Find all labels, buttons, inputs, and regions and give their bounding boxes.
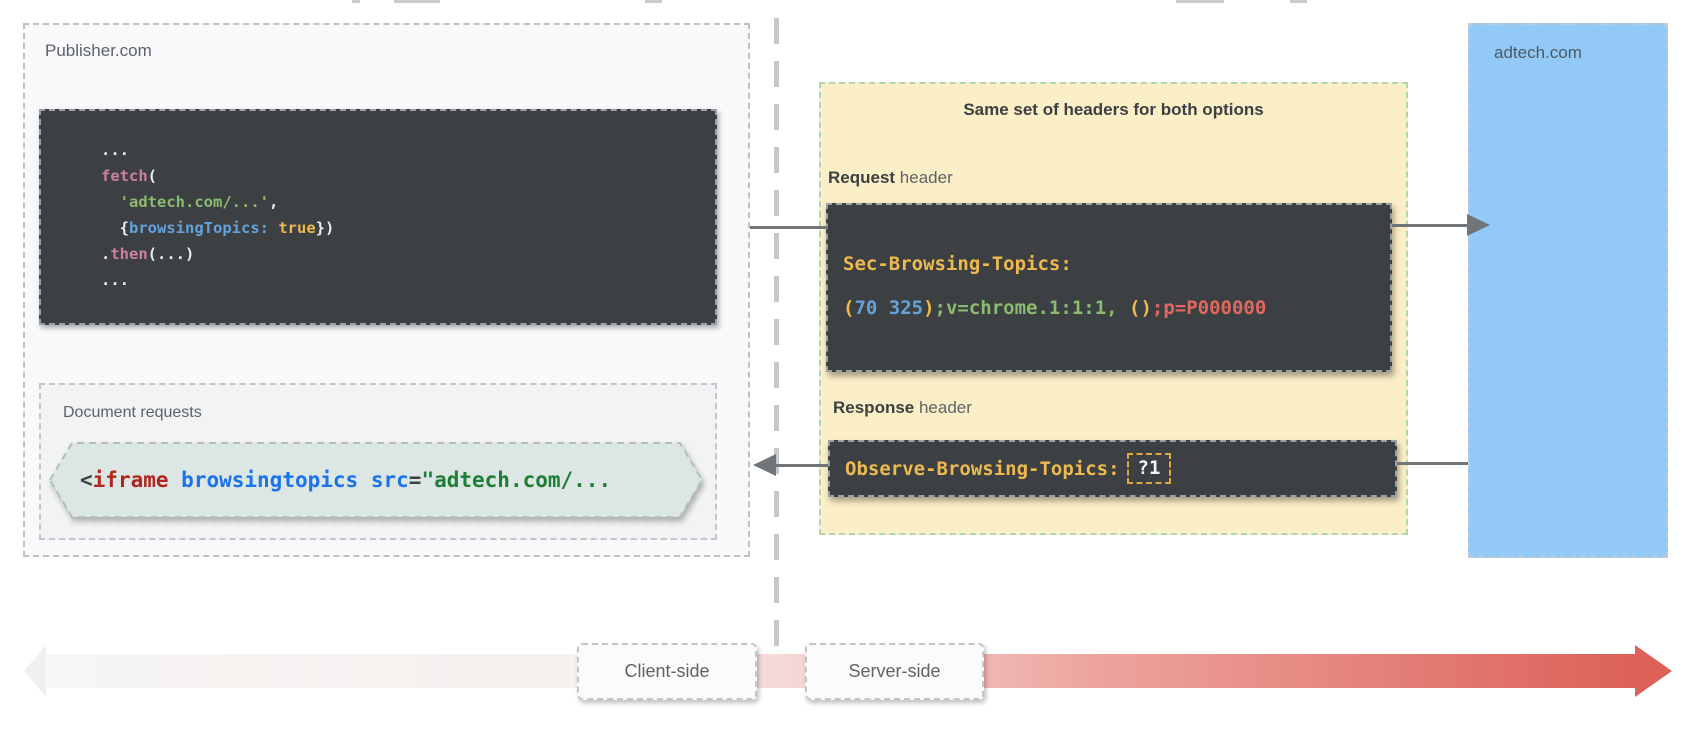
client-side-box: Client-side xyxy=(577,643,757,700)
code-line: {browsingTopics: true}) xyxy=(101,219,335,237)
client-server-separator-line xyxy=(774,18,779,648)
client-side-label: Client-side xyxy=(624,661,710,681)
response-to-publisher-arrowhead xyxy=(753,454,776,476)
code-line: ... xyxy=(101,271,129,289)
response-header-value-badge: ?1 xyxy=(1126,453,1172,484)
cropped-remnant xyxy=(1290,0,1307,3)
request-to-adtech-arrowhead xyxy=(1467,214,1490,236)
cropped-remnant xyxy=(394,0,440,3)
server-side-label: Server-side xyxy=(848,661,941,681)
request-header-name: Sec-Browsing-Topics: xyxy=(843,253,1072,275)
request-header-label-bold: Request xyxy=(828,168,896,187)
response-header-label-bold: Response xyxy=(833,398,915,417)
fetch-to-request-line xyxy=(750,226,828,229)
code-line: fetch( xyxy=(101,167,158,185)
iframe-code-text: <iframe browsingtopics src="adtech.com/.… xyxy=(80,468,612,492)
iframe-hexagon xyxy=(48,442,704,518)
server-side-box: Server-side xyxy=(805,643,984,700)
document-requests-label: Document requests xyxy=(63,404,202,421)
fetch-code-block: ... fetch( 'adtech.com/...', {browsingTo… xyxy=(39,109,717,325)
code-line: 'adtech.com/...', xyxy=(119,193,279,211)
iframe-code: <iframe browsingtopics src="adtech.com/.… xyxy=(49,442,703,518)
request-header-box: Sec-Browsing-Topics: (70 325);v=chrome.1… xyxy=(826,203,1392,372)
response-to-publisher-line xyxy=(774,464,828,467)
request-header-label: Request header xyxy=(828,168,953,188)
adtech-label: adtech.com xyxy=(1494,43,1582,62)
timeline-arrowhead-right xyxy=(1635,645,1672,697)
adtech-panel: adtech.com xyxy=(1468,23,1668,558)
adtech-to-response-line xyxy=(1397,462,1468,465)
cropped-remnant xyxy=(1176,0,1224,3)
cropped-remnant xyxy=(645,0,662,3)
request-to-adtech-line xyxy=(1392,224,1468,227)
publisher-label: Publisher.com xyxy=(45,41,152,60)
code-line: .then(...) xyxy=(101,245,195,263)
response-header-label: Response header xyxy=(833,398,972,418)
response-header-box: Observe-Browsing-Topics: ?1 xyxy=(828,440,1397,497)
request-header-label-rest: header xyxy=(895,168,953,187)
headers-panel-title: Same set of headers for both options xyxy=(963,100,1264,119)
code-line: ... xyxy=(101,141,129,159)
cropped-remnant xyxy=(352,0,360,3)
response-header-label-rest: header xyxy=(914,398,972,417)
response-header-name: Observe-Browsing-Topics: xyxy=(845,457,1120,480)
request-header-value: (70 325);v=chrome.1:1:1, ();p=P000000 xyxy=(843,297,1267,319)
timeline-arrowhead-left xyxy=(24,645,46,697)
